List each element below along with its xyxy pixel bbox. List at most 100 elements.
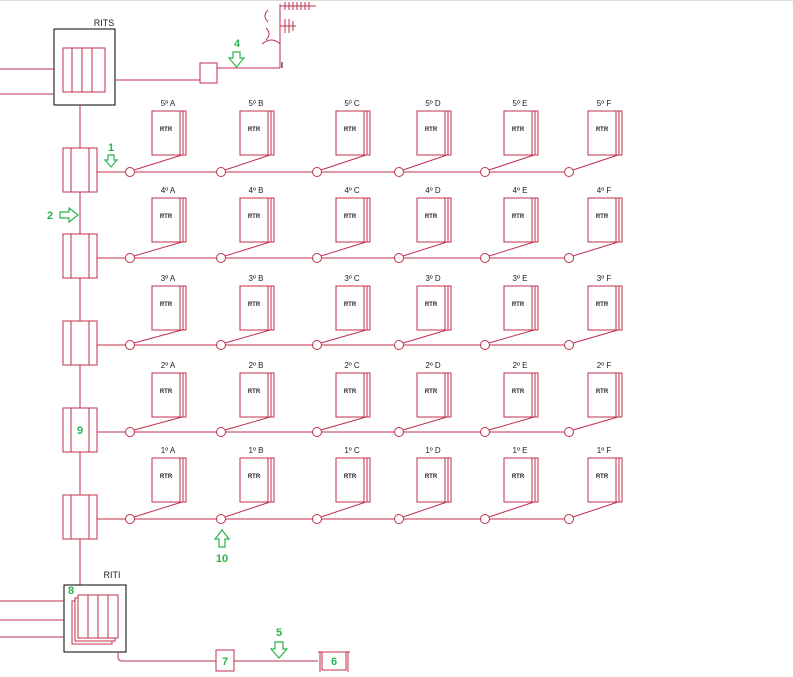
rtr-label: RTR: [425, 389, 438, 395]
rtr-box: [503, 110, 539, 156]
unit-label: 1º C: [344, 446, 360, 455]
rtr-box: [335, 372, 371, 418]
drop-cable: [402, 154, 448, 171]
splitter-node: [125, 253, 135, 263]
drop-cable: [572, 241, 619, 257]
unit-label: 4º D: [425, 186, 441, 195]
rtr-box: [151, 457, 187, 503]
unit-label: 1º A: [161, 446, 176, 455]
drop-cable: [133, 416, 183, 431]
floor-register-box: [62, 320, 98, 366]
marker-9: 9: [77, 425, 83, 437]
unit-label: 5º D: [425, 99, 441, 108]
drop-cable: [488, 416, 535, 431]
splitter-node: [216, 167, 226, 177]
drop-cable: [133, 329, 183, 344]
drop-cable: [320, 416, 367, 431]
marker-2: 2: [47, 210, 53, 222]
splitter-node: [564, 253, 574, 263]
splitter-node: [216, 340, 226, 350]
drop-cable: [402, 329, 448, 344]
unit-label: 2º D: [425, 361, 441, 370]
splitter-node: [125, 340, 135, 350]
drop-cable: [572, 329, 619, 344]
unit-label: 1º F: [597, 446, 612, 455]
drop-cable: [320, 501, 367, 518]
marker-10: 10: [216, 553, 228, 565]
rtr-box: [335, 197, 371, 243]
rtr-label: RTR: [512, 389, 525, 395]
splitter-node: [394, 340, 404, 350]
drop-cable: [320, 241, 367, 257]
rtr-label: RTR: [344, 389, 357, 395]
splitter-node: [480, 340, 490, 350]
splitter-node: [564, 340, 574, 350]
rtr-box: [239, 110, 275, 156]
riti-output-line: [117, 652, 216, 662]
arrow-down-icon: [227, 51, 246, 68]
rtr-label: RTR: [425, 474, 438, 480]
arrow-down-icon: [269, 641, 289, 659]
unit-label: 2º A: [161, 361, 176, 370]
floor-register-box: [62, 147, 98, 193]
arrow-down-icon: [103, 154, 119, 168]
splitter-node: [480, 167, 490, 177]
splitter-node: [480, 253, 490, 263]
marker-6: 6: [331, 656, 337, 668]
floor-register-box: [62, 233, 98, 279]
marker-5: 5: [276, 627, 282, 639]
drop-cable: [488, 241, 535, 257]
drop-cable: [402, 241, 448, 257]
rtr-label: RTR: [512, 127, 525, 133]
splitter-node: [312, 427, 322, 437]
riti-cabinet: RITI: [63, 570, 127, 653]
drop-cable: [572, 154, 619, 171]
rtr-label: RTR: [344, 474, 357, 480]
unit-label: 5º C: [344, 99, 360, 108]
rtr-label: RTR: [512, 214, 525, 220]
rtr-box: [416, 110, 452, 156]
rtr-label: RTR: [596, 302, 609, 308]
splitter-node: [480, 427, 490, 437]
marker-4: 4: [234, 38, 241, 50]
rtr-box: [587, 197, 623, 243]
splitter-node: [394, 427, 404, 437]
arrow-up-icon: [213, 529, 231, 548]
unit-label: 5º B: [249, 99, 264, 108]
drop-cable: [224, 416, 271, 431]
rtr-box: [416, 197, 452, 243]
unit-label: 2º F: [597, 361, 612, 370]
unit-label: 1º D: [425, 446, 441, 455]
rtr-box: [335, 285, 371, 331]
rtr-box: [239, 197, 275, 243]
rtr-label: RTR: [425, 302, 438, 308]
rits-module: [62, 47, 106, 93]
rtr-box: [151, 197, 187, 243]
drop-cable: [133, 501, 183, 518]
rtr-label: RTR: [248, 127, 261, 133]
rtr-box: [416, 457, 452, 503]
rtr-box: [587, 110, 623, 156]
rtr-box: [503, 372, 539, 418]
unit-label: 5º F: [597, 99, 612, 108]
rtr-box: [335, 457, 371, 503]
unit-label: 2º B: [249, 361, 264, 370]
marker-1: 1: [108, 142, 114, 154]
splitter-node: [312, 167, 322, 177]
unit-label: 3º B: [249, 274, 264, 283]
rtr-label: RTR: [344, 302, 357, 308]
rtr-box: [151, 372, 187, 418]
rtr-label: RTR: [160, 389, 173, 395]
terminal-6: [318, 651, 350, 672]
splitter-node: [312, 340, 322, 350]
unit-label: 4º E: [513, 186, 528, 195]
rtr-box: [151, 285, 187, 331]
rtr-box: [587, 372, 623, 418]
rtr-box: [503, 197, 539, 243]
splitter-node: [312, 514, 322, 524]
splitter-node: [216, 253, 226, 263]
splitter-node: [125, 427, 135, 437]
drop-cable: [224, 241, 271, 257]
